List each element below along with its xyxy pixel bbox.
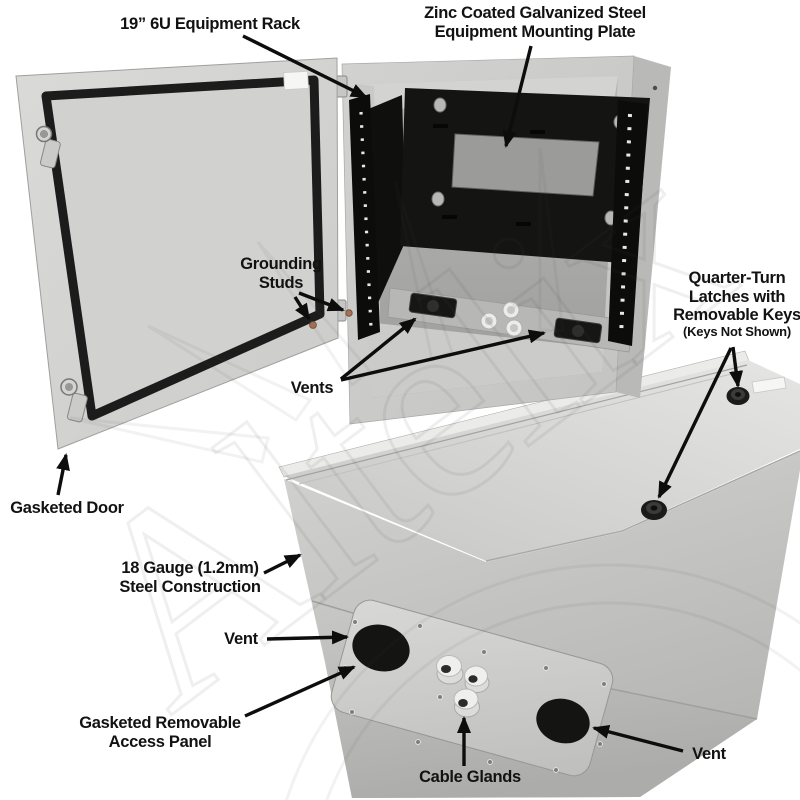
label-text: Vent: [692, 745, 726, 763]
door-gasket: [41, 75, 325, 421]
arrow-vent-left: [266, 630, 349, 645]
open-door: [15, 57, 339, 450]
label-text: Gasketed Door: [10, 499, 124, 517]
label-text: Equipment Mounting Plate: [434, 22, 636, 41]
vent-fan: [572, 325, 584, 337]
galvanized-plate-window: [451, 133, 600, 197]
grounding-stud-frame: [345, 309, 353, 317]
arrow-grounding-stud-door: [293, 296, 311, 321]
label-text: Vent: [224, 630, 258, 648]
interior-glands: [480, 301, 523, 337]
door-latch-top: [35, 125, 61, 169]
label-text: Cable Glands: [419, 768, 521, 786]
body-screw: [652, 85, 658, 91]
label-text: Gasketed Removable: [79, 714, 241, 732]
label-vents: Vents: [291, 379, 334, 398]
cable-gland: [464, 665, 490, 693]
door-crease: [298, 370, 744, 485]
label-vent-right: Vent: [692, 745, 726, 764]
interior-vent-panel: [387, 287, 633, 353]
rack-rail-left: [349, 94, 380, 340]
label-text: Steel Construction: [119, 577, 261, 596]
vent-fan: [427, 300, 439, 312]
label-cable-glands: Cable Glands: [419, 768, 521, 787]
label-text: Removable Keys: [673, 306, 800, 325]
label-text: 18 Gauge (1.2mm): [121, 559, 259, 577]
vent-hole-right: [536, 698, 590, 744]
quarter-turn-latch: [641, 500, 667, 520]
cable-gland: [453, 688, 480, 718]
arrow-access-panel: [244, 665, 356, 718]
label-text: Quarter-Turn: [688, 269, 786, 287]
label-gasketed-door: Gasketed Door: [10, 499, 124, 518]
label-text: Vents: [290, 379, 334, 397]
open-enclosure: [15, 55, 671, 450]
label-text: Latches with: [688, 287, 786, 306]
label-quarter-turn-latches: Quarter-Turn Latches with Removable Keys…: [673, 269, 800, 340]
arrow-equipment-rack: [242, 34, 368, 99]
label-steel-construction: 18 Gauge (1.2mm) Steel Construction: [119, 559, 261, 596]
label-access-panel: Gasketed Removable Access Panel: [79, 714, 241, 751]
label-vent-left: Vent: [224, 630, 258, 649]
equipment-rack: [349, 88, 650, 346]
arrow-vent-right: [592, 724, 684, 753]
arrow-vent-interior-left: [339, 317, 417, 381]
rail-holes-right: [619, 113, 632, 339]
label-mounting-plate: Zinc Coated Galvanized Steel Equipment M…: [424, 4, 646, 41]
arrow-mounting-plate: [502, 45, 533, 148]
label-text: Grounding: [240, 255, 322, 273]
door-latch-bottom: [60, 378, 88, 423]
grounding-stud-door: [309, 321, 317, 329]
annotation-arrows: [56, 34, 744, 766]
quarter-turn-latch: [726, 387, 750, 405]
label-grounding-studs: Grounding Studs: [240, 255, 322, 292]
cable-gland: [436, 655, 464, 685]
arrow-gasketed-door: [56, 453, 70, 496]
label-text: 19” 6U Equipment Rack: [120, 15, 300, 33]
label-text: Studs: [258, 273, 304, 292]
plate-slots: [433, 124, 545, 226]
rack-rail-right: [608, 100, 648, 346]
label-note: (Keys Not Shown): [682, 323, 792, 339]
arrow-vent-interior-right: [340, 329, 546, 382]
door-right-seam: [485, 450, 800, 562]
arrow-latch-bottom: [657, 347, 733, 499]
vent-hole-left: [352, 624, 410, 672]
interior-floor: [366, 322, 604, 398]
arrow-steel-construction: [263, 553, 302, 575]
closed-door-face: [284, 360, 800, 561]
arrow-grounding-stud-frame: [298, 291, 345, 312]
label-text: Zinc Coated Galvanized Steel: [424, 4, 646, 22]
label-text: Access Panel: [108, 732, 212, 751]
door-sticker: [283, 70, 309, 91]
arrow-latch-top: [729, 346, 744, 388]
cable-glands: [436, 655, 490, 718]
label-equipment-rack: 19” 6U Equipment Rack: [120, 15, 300, 34]
altelix-sticker: [751, 376, 787, 394]
door-seam: [285, 364, 748, 481]
rail-holes-left: [359, 111, 373, 329]
